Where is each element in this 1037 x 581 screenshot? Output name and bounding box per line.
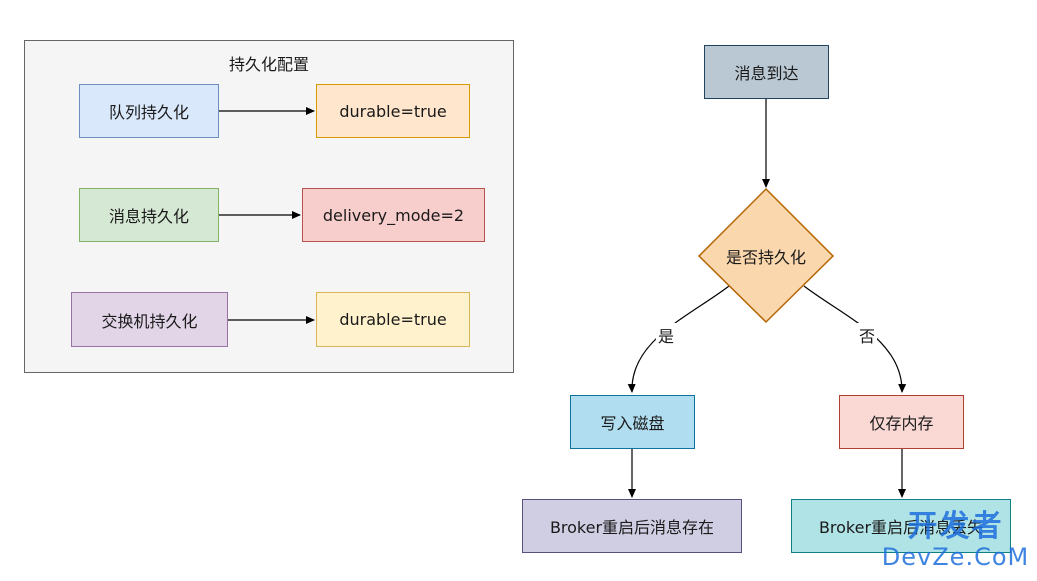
exchange-durable-setting: durable=true xyxy=(316,292,470,347)
queue-durable-setting: durable=true xyxy=(316,84,470,138)
arrow-no xyxy=(803,285,907,393)
memory-only-node: 仅存内存 xyxy=(839,395,964,449)
queue-persistence-node: 队列持久化 xyxy=(79,84,219,138)
message-lost-node: Broker重启后消息丢失 xyxy=(791,499,1011,553)
group-title: 持久化配置 xyxy=(228,55,309,74)
write-to-disk-node: 写入磁盘 xyxy=(570,395,695,449)
arrow-yes xyxy=(627,285,730,393)
yes-branch-label: 是 xyxy=(656,323,677,347)
message-persists-node: Broker重启后消息存在 xyxy=(522,499,742,553)
message-persistence-node: 消息持久化 xyxy=(79,188,219,242)
message-arrives-node: 消息到达 xyxy=(704,45,829,99)
no-branch-label: 否 xyxy=(857,323,878,347)
delivery-mode-setting: delivery_mode=2 xyxy=(302,188,485,242)
decision-diamond xyxy=(697,187,835,324)
decision-label: 是否持久化 xyxy=(725,248,806,267)
exchange-persistence-node: 交换机持久化 xyxy=(71,292,228,347)
